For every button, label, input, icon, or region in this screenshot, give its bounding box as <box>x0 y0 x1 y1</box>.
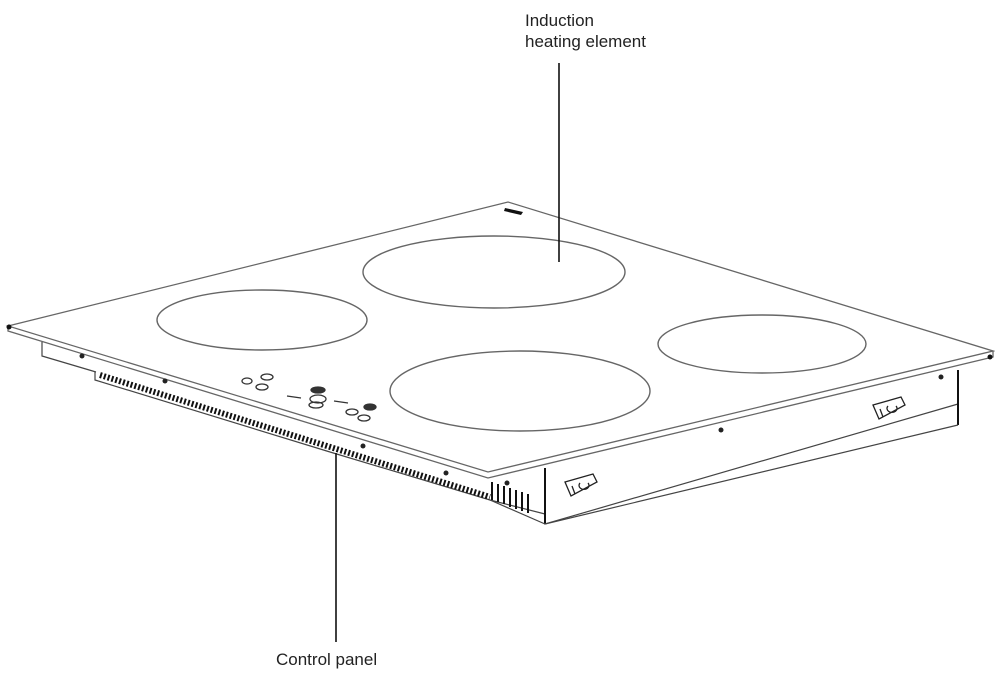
screws <box>79 353 944 486</box>
cooking-zones <box>156 235 867 432</box>
mounting-brackets <box>564 396 906 497</box>
control-panel-label: Control panel <box>276 650 378 669</box>
zone-right <box>657 314 867 374</box>
control-panel <box>241 373 377 422</box>
zone-front-center <box>389 350 651 432</box>
heating-element-label-line2: heating element <box>525 32 646 51</box>
glass-top <box>5 201 995 479</box>
zone-left <box>156 289 368 351</box>
corner-markers <box>6 208 993 360</box>
zone-rear-center <box>362 235 626 309</box>
heating-element-label-line1: Induction <box>525 11 594 30</box>
housing <box>41 342 959 525</box>
heating-element-label: Induction heating element <box>525 10 646 52</box>
vent-slots <box>99 372 529 513</box>
